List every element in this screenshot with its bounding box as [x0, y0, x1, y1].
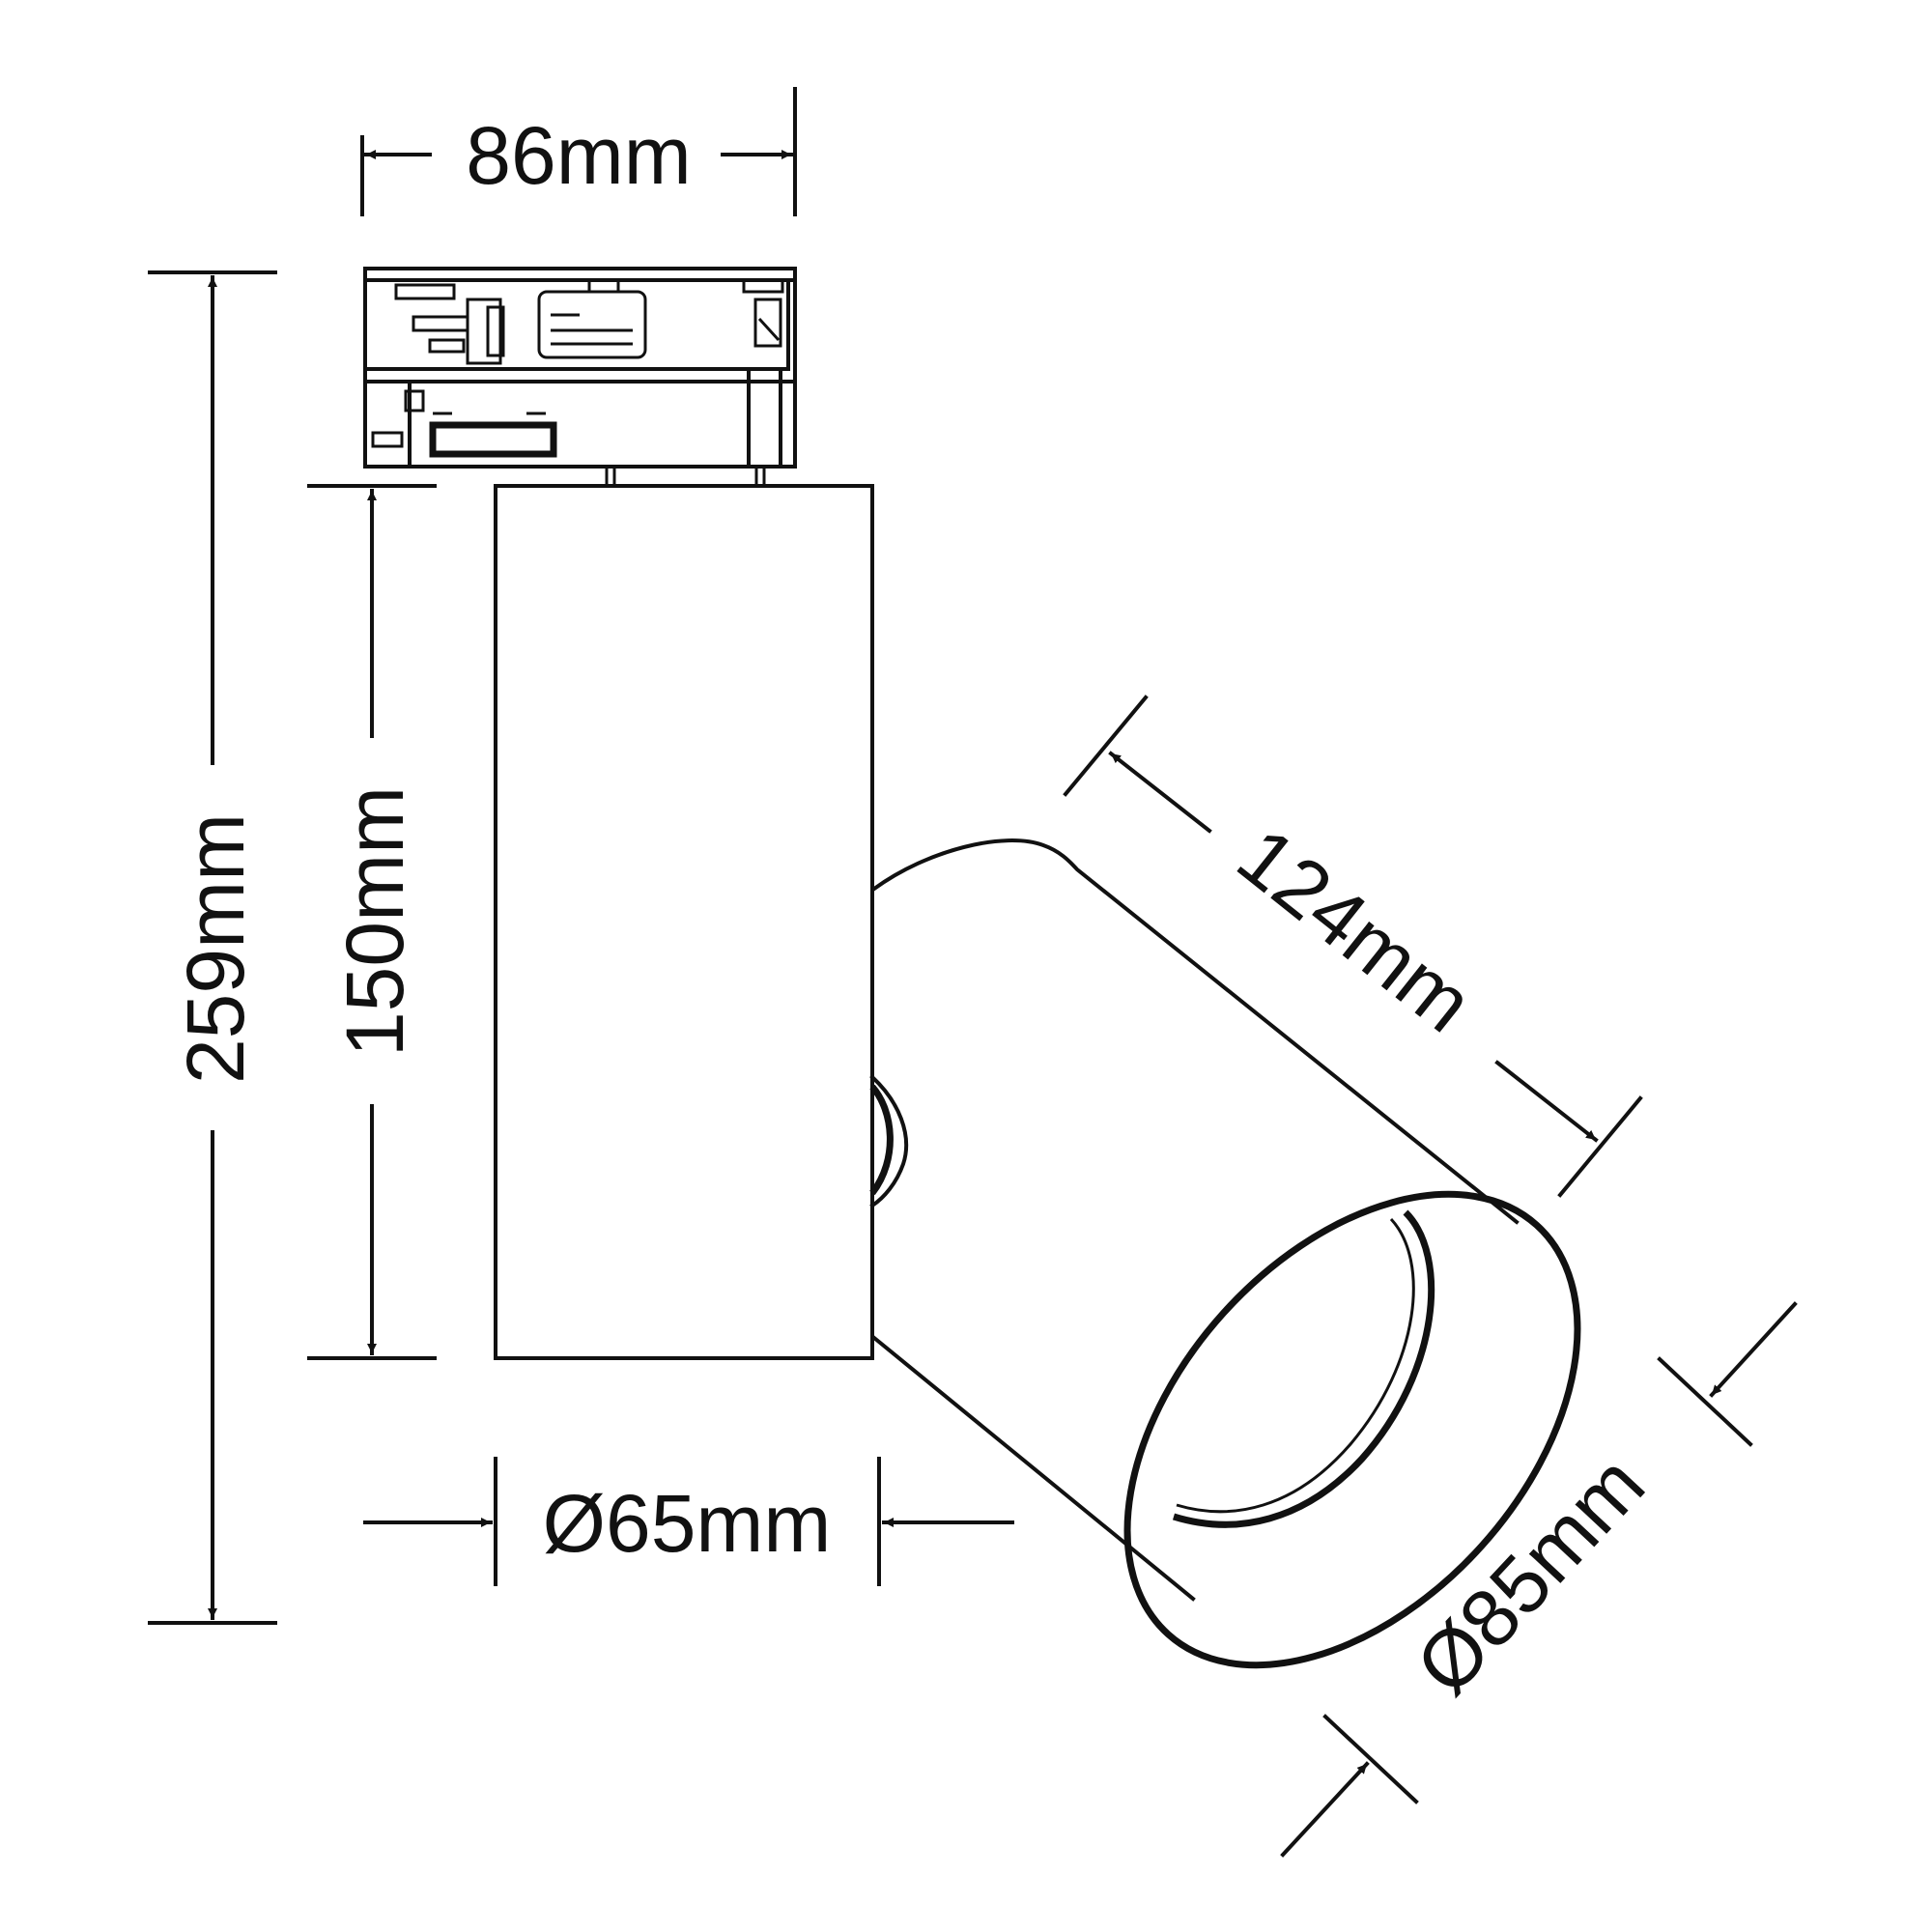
stem-2: [754, 465, 766, 488]
extension-line-start: [1063, 695, 1149, 797]
stem: [605, 465, 616, 488]
latch: [404, 389, 425, 412]
dimension-body-diameter: Ø65mm: [363, 1457, 1014, 1586]
spot-head: [871, 838, 1581, 1669]
total-height-label: 259mm: [170, 813, 261, 1084]
main-body: [494, 484, 909, 1360]
track-adapter: [363, 267, 797, 488]
adapter-upper-housing: [363, 278, 790, 371]
head-length-label: 124mm: [1221, 810, 1490, 1049]
head-inner-rim-2: [1176, 1217, 1415, 1514]
dimension-head-length: 124mm: [1063, 695, 1643, 1198]
head-inner-rim: [1172, 1209, 1435, 1528]
connector-block: [466, 298, 502, 365]
latch-2: [371, 431, 404, 448]
connector-pin: [486, 305, 505, 357]
pivot-knob: [869, 1074, 909, 1208]
adapter-width-label: 86mm: [466, 110, 691, 201]
earth-terminal: [753, 298, 782, 348]
dimension-arrow-down: [1709, 1301, 1798, 1398]
extension-line-bottom: [1322, 1714, 1419, 1804]
dimension-adapter-width: 86mm: [360, 87, 797, 216]
connector-slot: [412, 315, 469, 332]
head-front-rim: [1123, 1190, 1581, 1669]
pivot-knob-inner: [869, 1084, 894, 1196]
dimension-body-height: 150mm: [307, 484, 437, 1360]
clip-detail: [394, 283, 456, 300]
body-outline: [494, 484, 874, 1360]
adapter-side-block: [363, 380, 412, 469]
body-diameter-label: Ø65mm: [543, 1478, 832, 1569]
power-switch: [429, 421, 557, 458]
head-top-edge: [871, 838, 1520, 1225]
connector-slot-2: [428, 338, 466, 354]
dimension-arrow-start: [1108, 751, 1212, 834]
earth-terminal-mark: [757, 317, 781, 342]
dimension-head-diameter: Ø85mm: [1280, 1301, 1798, 1858]
head-bottom-edge: [871, 1335, 1196, 1602]
extension-line-top: [1657, 1356, 1753, 1447]
body-height-label: 150mm: [329, 786, 420, 1057]
dimension-total-height: 259mm: [148, 270, 277, 1625]
clip-detail-3: [742, 278, 784, 294]
dimension-arrow-end: [1494, 1060, 1599, 1143]
rating-label-box: [537, 290, 647, 359]
dimension-arrow-up: [1280, 1761, 1370, 1858]
extension-line-end: [1557, 1095, 1643, 1198]
